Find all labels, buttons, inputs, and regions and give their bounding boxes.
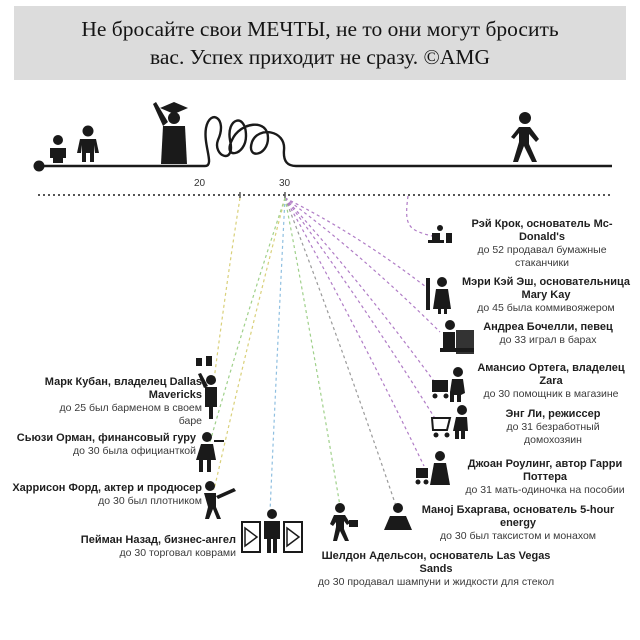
person-peyman-nazad: Пейман Назад, бизнес-ангел до 30 торгова… [40,534,236,560]
carpet-seller-icon [241,509,303,553]
header-line-2: вас. Успех приходит не сразу. ©AMG [150,45,490,69]
tick-label-20: 20 [194,178,206,189]
person-ang-lee: Энг Ли, режиссер до 31 безработный домох… [478,408,628,447]
person-mary-kay-ash: Мэри Кэй Эш, основательница Mary Kay до … [458,276,634,315]
shopping-cart-icon [430,405,468,439]
graduate-icon [153,102,188,164]
person-desc: до 31 мать-одиночка на пособии [465,484,625,496]
person-desc: до 33 играл в барах [499,334,597,346]
person-manoj-bhargava: Маноj Бхаргава, основатель 5-hour energy… [420,504,616,543]
person-amancio-ortega: Амансио Ортега, владелец Zara до 30 помо… [466,362,636,401]
person-name: Андреа Бочелли, певец [483,321,613,333]
connector-ang-lee [284,197,437,421]
courier-icon [330,503,358,541]
person-sheldon-adelson: Шелдон Адельсон, основатель Las Vegas Sa… [312,550,560,589]
person-name: Амансио Ортега, владелец Zara [477,362,625,387]
child-icon [77,125,99,162]
connector-adelson [284,197,341,507]
connector-bhargava [284,197,397,507]
mother-stroller-icon [415,451,450,485]
person-desc: до 30 помощник в магазине [483,388,619,400]
waitress-icon [196,432,224,472]
person-andrea-bocelli: Андреа Бочелли, певец до 33 играл в бара… [472,321,624,347]
person-desc: до 30 был таксистом и монахом [439,530,597,542]
person-name: Энг Ли, режиссер [505,408,601,420]
person-name: Рэй Крок, основатель Mc-Donald's [471,218,613,243]
person-desc: до 30 был плотником [98,495,202,507]
person-name: Сьюзи Орман, финансовый гуру [16,432,196,444]
connector-mary-kay [284,197,431,291]
person-name: Джоан Роулинг, автор Гарри Поттера [467,458,623,483]
connector-nazad [269,197,286,513]
baby-icon [50,135,66,163]
cups-icon [428,225,452,243]
person-name: Харрисон Форд, актер и продюсер [12,482,202,494]
connector-rowling [284,197,425,467]
walking-man-icon [511,112,539,162]
person-name: Шелдон Адельсон, основатель Las Vegas Sa… [321,550,551,575]
person-desc: до 30 продавал шампуни и жидкости для ст… [317,576,555,588]
header-banner: Не бросайте свои МЕЧТЫ, не то они могут … [14,6,626,80]
header-line-1: Не бросайте свои МЕЧТЫ, не то они могут … [81,17,559,41]
person-name: Мэри Кэй Эш, основательница Mary Kay [462,276,630,301]
person-name: Пейман Назад, бизнес-ангел [80,534,236,546]
connector-orman [209,197,286,443]
person-desc: до 45 была коммивояжером [477,302,615,314]
bartender-icon [196,356,217,419]
person-harrison-ford: Харрисон Форд, актер и продюсер до 30 бы… [6,482,202,508]
connector-cuban [213,197,241,381]
person-desc: до 31 безработный домохозяин [506,421,600,446]
connector-ortega [284,197,437,385]
person-name: Марк Кубан, владелец Dallas Mavericks [44,376,202,401]
carpenter-icon [204,481,236,519]
person-name: Маноj Бхаргава, основатель 5-hour energy [421,504,615,529]
saleswoman-icon [426,277,451,314]
connector-ford [213,197,286,491]
monk-icon [384,503,412,530]
life-line-path [39,116,612,168]
person-desc: до 52 продавал бумажные стаканчики [477,244,607,269]
connector-ray-kroc [406,195,433,237]
piano-icon [440,320,474,354]
person-ray-kroc: Рэй Крок, основатель Mc-Donald's до 52 п… [452,218,632,270]
person-joanne-rowling: Джоан Роулинг, автор Гарри Поттера до 31… [454,458,636,497]
person-desc: до 30 торговал коврами [119,547,236,559]
person-suze-orman: Сьюзи Орман, финансовый гуру до 30 была … [6,432,196,458]
person-desc: до 25 был барменом в своем баре [59,402,202,427]
person-mark-cuban: Марк Кубан, владелец Dallas Mavericks до… [40,376,202,428]
connector-lines [209,195,441,513]
person-desc: до 30 была официанткой [72,445,196,457]
connector-bocelli [284,197,441,333]
tick-label-30: 30 [279,178,291,189]
life-line [33,116,612,172]
cart-icon [432,367,465,402]
